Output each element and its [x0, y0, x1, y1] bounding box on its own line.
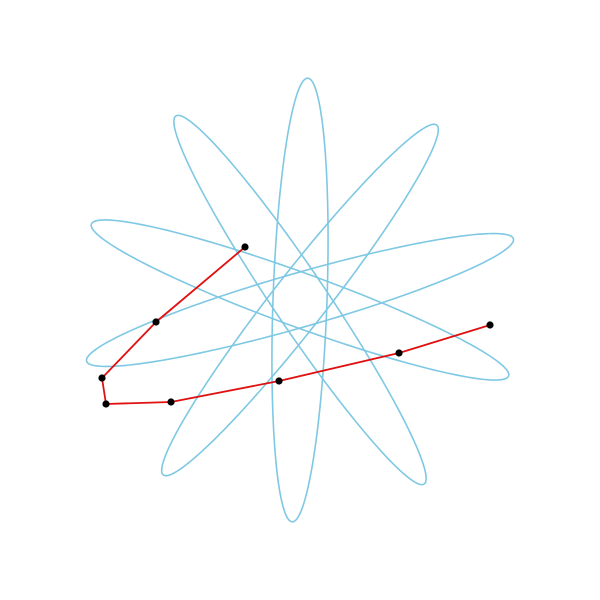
- curve-lobe-4: [173, 114, 427, 486]
- polyline-vertices: [98, 243, 494, 408]
- vertex-point-4: [102, 400, 110, 408]
- curve-lobe-2: [90, 219, 510, 381]
- curve-lobe-3: [160, 123, 440, 477]
- vertex-point-5: [167, 398, 175, 406]
- red-path-line: [101, 246, 491, 405]
- vertex-point-8: [486, 321, 494, 329]
- curve-lobe-5: [85, 232, 515, 368]
- red-polyline: [101, 246, 491, 405]
- vertex-point-2: [152, 318, 160, 326]
- vertex-point-3: [98, 374, 106, 382]
- vertex-point-6: [275, 377, 283, 385]
- star-curve: [85, 77, 515, 523]
- vertex-point-7: [395, 349, 403, 357]
- curve-lobe-1: [271, 77, 329, 523]
- vertex-point-1: [241, 243, 249, 251]
